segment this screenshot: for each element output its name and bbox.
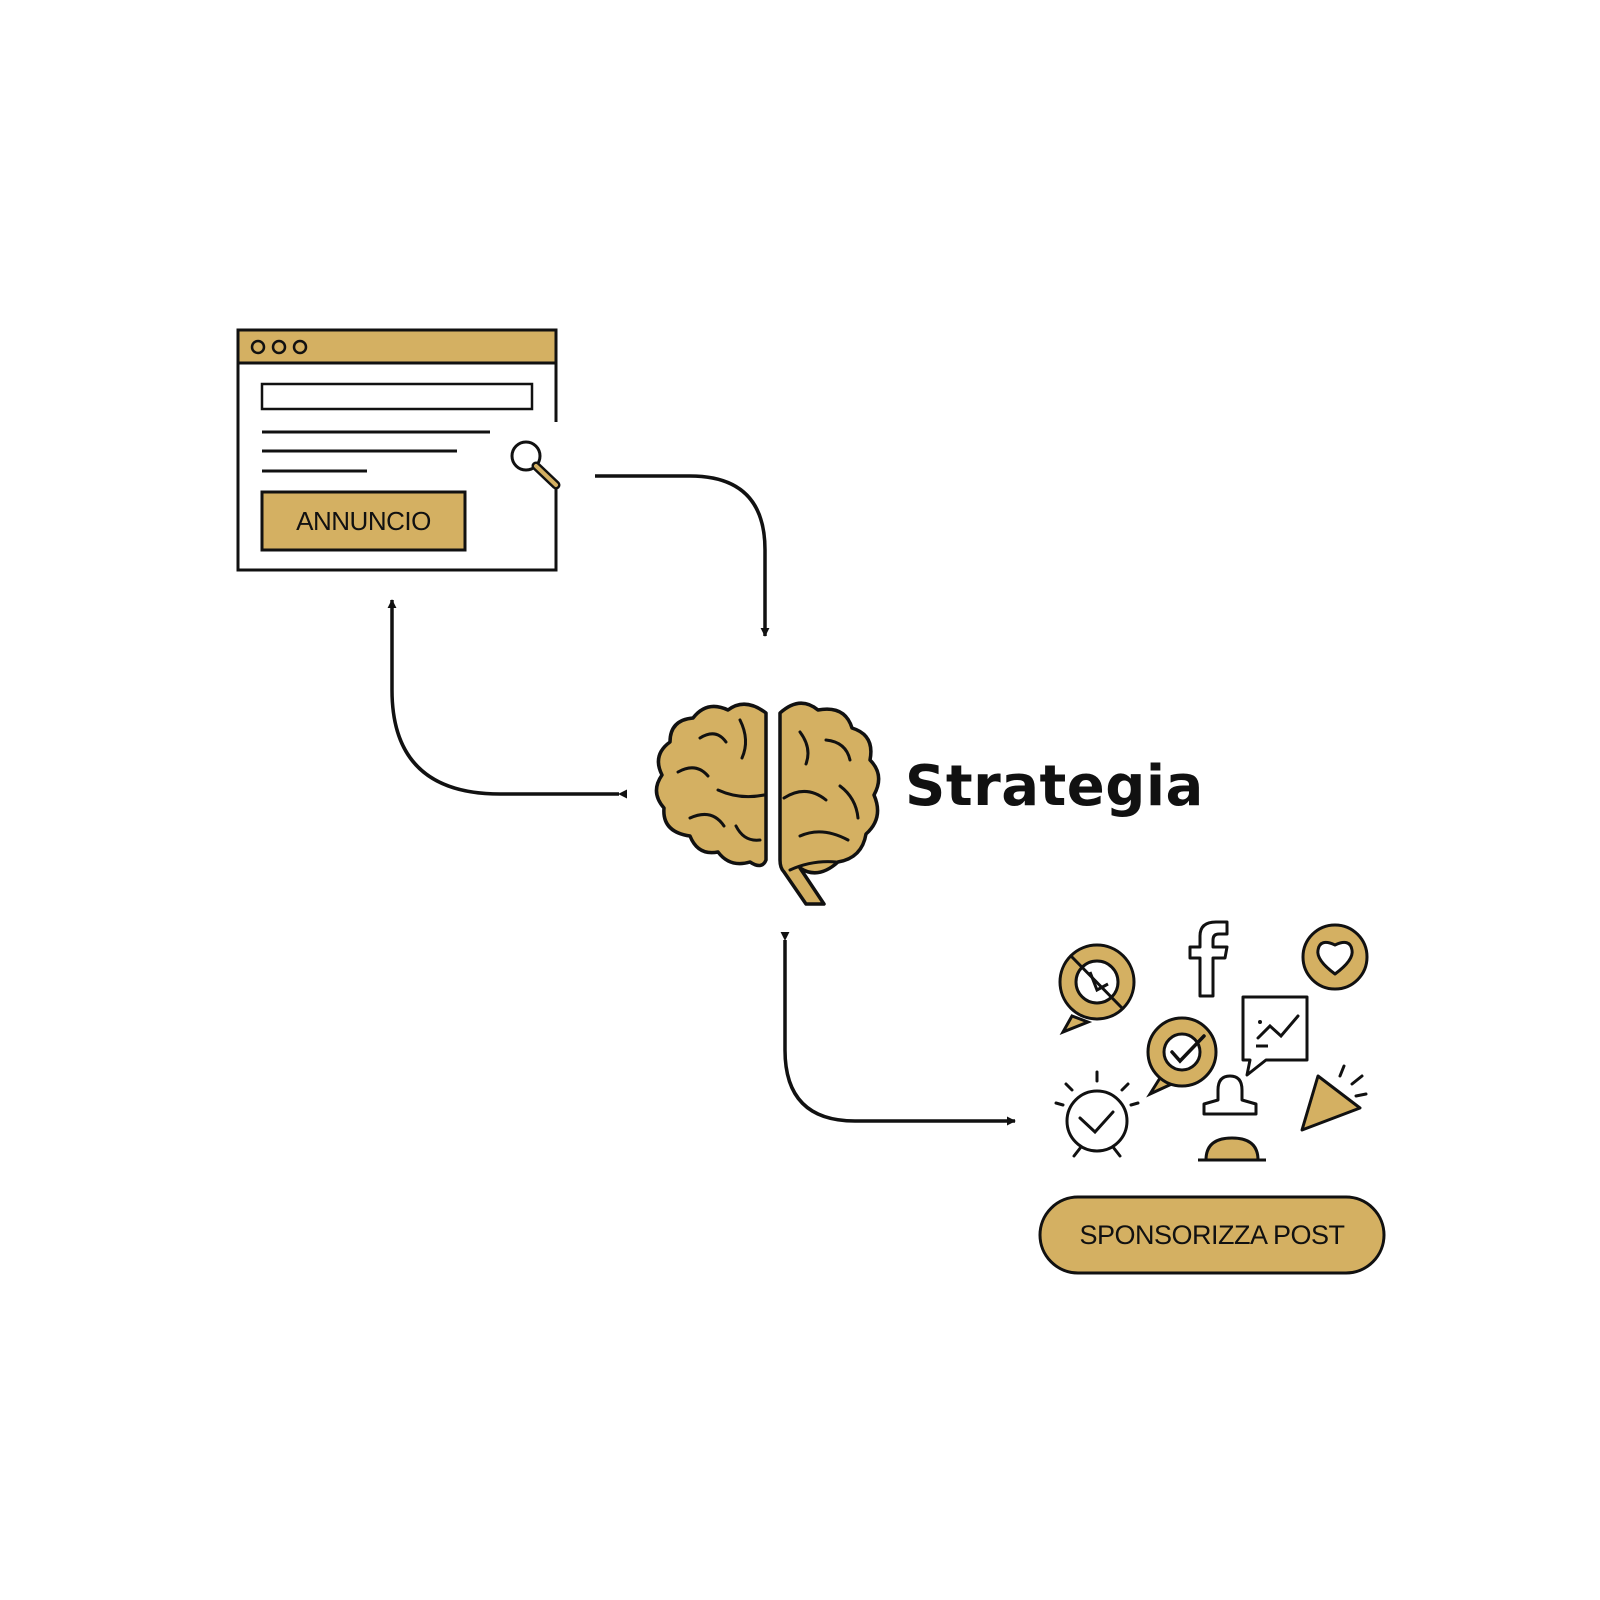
browser-title-bar [236, 328, 558, 365]
trend-chat-icon [1241, 995, 1309, 1077]
sponsorizza-post-button[interactable]: SPONSORIZZA POST [1079, 1220, 1345, 1250]
alarm-clock-icon [1054, 1070, 1140, 1158]
brain-right-hemisphere [778, 701, 881, 906]
address-bar [260, 382, 534, 411]
search-icon [510, 440, 561, 490]
window-dot-icon [271, 339, 287, 355]
flow-arrows [387, 474, 1016, 1126]
arrow-ad-to-brain [595, 474, 770, 637]
arrow-brain-to-social [780, 931, 1016, 1126]
window-dot-icon [250, 339, 266, 355]
annuncio-button-shape [260, 490, 467, 552]
arrow-brain-to-ad [387, 599, 628, 799]
sponsor-button-shape [1038, 1195, 1386, 1275]
brain-left-hemisphere [654, 702, 768, 868]
ad-browser-window [236, 328, 564, 572]
social-icons [1054, 920, 1369, 1162]
brain-icon [654, 701, 881, 906]
user-icon [1198, 1074, 1266, 1162]
chat-check-icon [1146, 1016, 1218, 1098]
megaphone-icon [1300, 1064, 1368, 1132]
window-dot-icon [292, 339, 308, 355]
annuncio-button[interactable]: ANNUNCIO [296, 506, 431, 536]
heart-icon [1301, 923, 1369, 991]
chat-analytics-icon [1058, 943, 1136, 1035]
strategia-label: Strategia [905, 754, 1204, 819]
facebook-icon [1188, 920, 1229, 998]
